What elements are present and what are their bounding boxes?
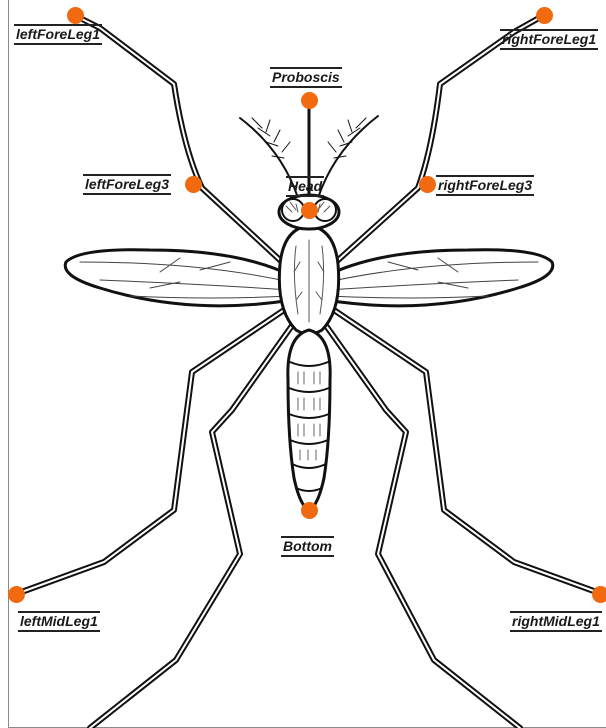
label-right-fore-leg-1: rightForeLeg1 xyxy=(500,29,598,50)
label-right-mid-leg-1: rightMidLeg1 xyxy=(510,611,602,632)
right-hindleg-inner xyxy=(322,320,520,728)
abdomen xyxy=(288,330,330,510)
label-left-fore-leg-3: leftForeLeg3 xyxy=(83,174,171,195)
keypoint-right-fore-leg-3[interactable] xyxy=(419,176,436,193)
keypoint-bottom[interactable] xyxy=(301,502,318,519)
left-midleg-inner xyxy=(16,306,290,594)
label-bottom: Bottom xyxy=(281,536,334,557)
right-hindleg xyxy=(322,320,520,728)
keypoint-head[interactable] xyxy=(301,202,318,219)
keypoint-right-mid-leg-1[interactable] xyxy=(592,586,606,603)
right-antenna xyxy=(318,116,378,198)
keypoint-left-fore-leg-1[interactable] xyxy=(67,7,84,24)
right-foreleg xyxy=(336,14,546,262)
right-foreleg-inner xyxy=(336,14,546,262)
label-right-fore-leg-3: rightForeLeg3 xyxy=(436,175,534,196)
keypoint-right-fore-leg-1[interactable] xyxy=(536,7,553,24)
label-head: Head xyxy=(286,176,324,197)
keypoint-left-mid-leg-1[interactable] xyxy=(8,586,25,603)
label-left-fore-leg-1: leftForeLeg1 xyxy=(14,24,102,45)
left-foreleg-inner xyxy=(72,14,282,262)
right-midleg-inner xyxy=(328,306,602,594)
label-proboscis: Proboscis xyxy=(270,67,342,88)
keypoint-proboscis[interactable] xyxy=(301,92,318,109)
keypoint-left-fore-leg-3[interactable] xyxy=(185,176,202,193)
left-foreleg xyxy=(72,14,282,262)
label-left-mid-leg-1: leftMidLeg1 xyxy=(18,611,100,632)
right-midleg xyxy=(328,306,602,594)
left-midleg xyxy=(16,306,290,594)
